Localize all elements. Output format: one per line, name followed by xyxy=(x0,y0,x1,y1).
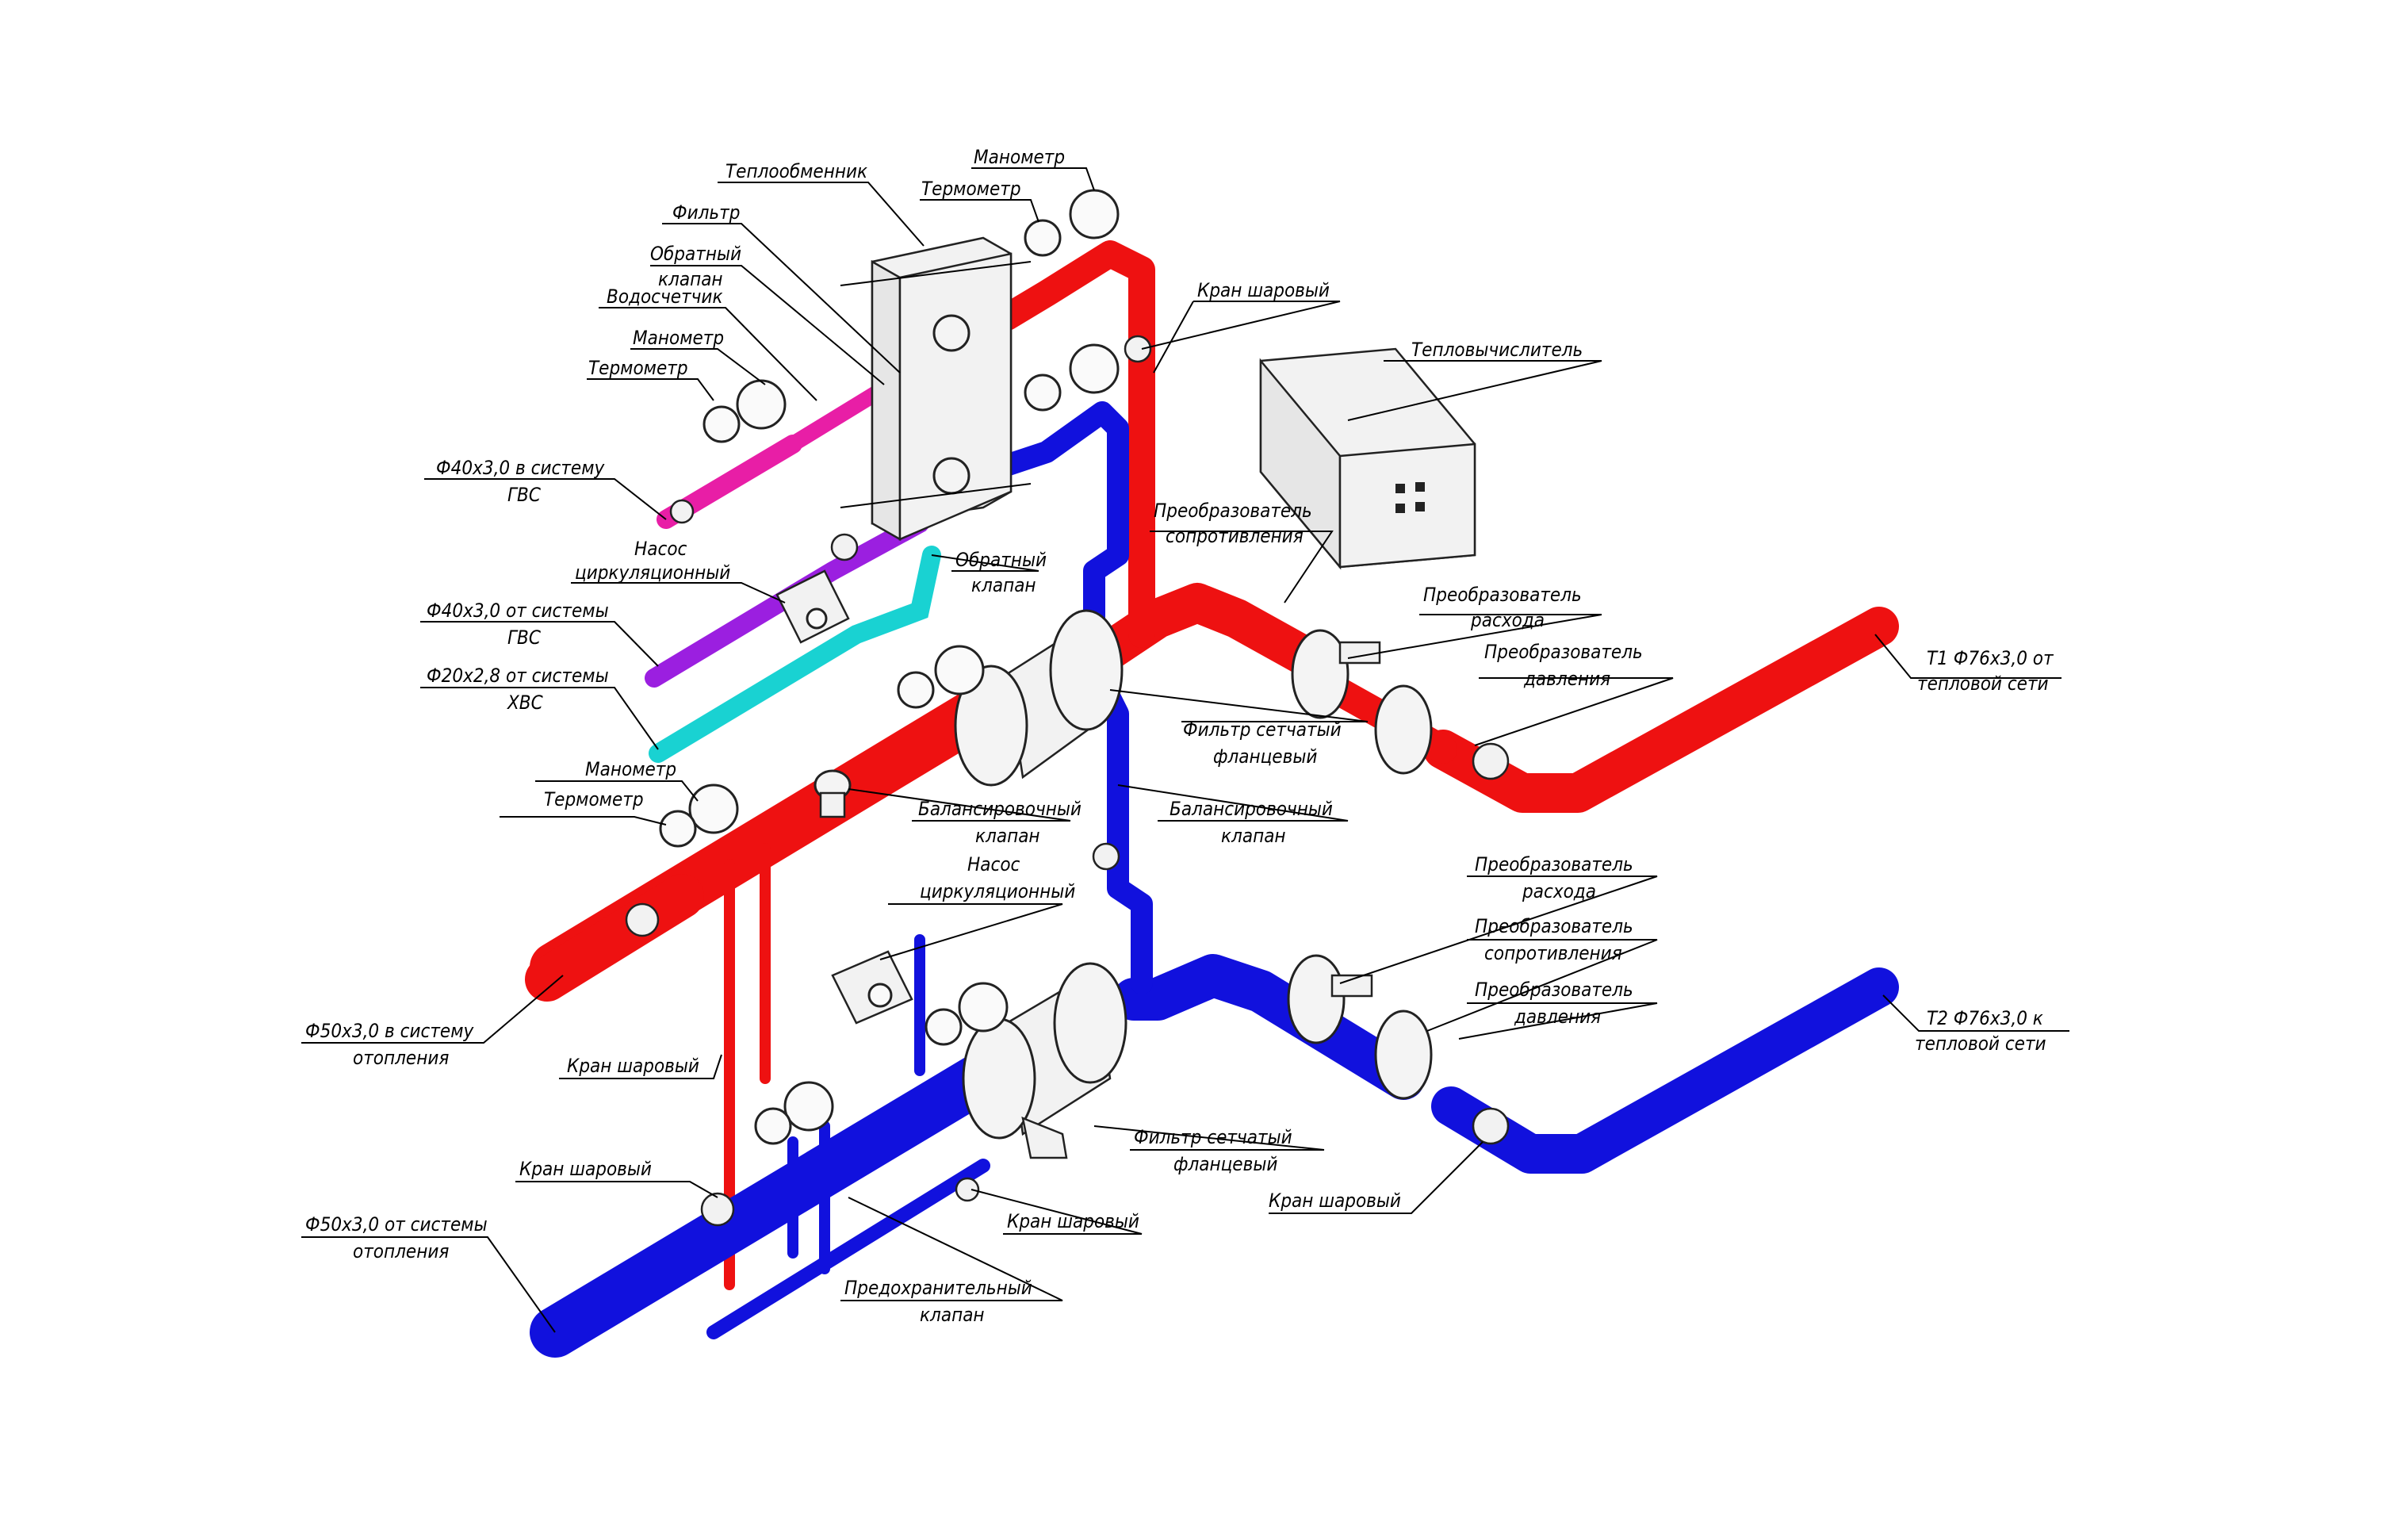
gauges xyxy=(659,189,1120,1145)
label-thermometer-dhw: Термометр xyxy=(588,357,688,379)
dhw-pump xyxy=(775,569,850,644)
label-check-valve-mid-2: клапан xyxy=(971,574,1036,596)
labels: Теплообменник Фильтр Обратный клапан Вод… xyxy=(305,146,2054,1326)
label-pressure-converter-top-2: давления xyxy=(1523,668,1610,690)
label-balancing-valve-right-1: Балансировочный xyxy=(1170,798,1333,820)
label-heating-supply-1: Ф50х3,0 в систему xyxy=(305,1020,475,1042)
cold-riser-pipe xyxy=(988,401,1153,994)
label-flow-converter-top-1: Преобразователь xyxy=(1423,584,1582,606)
label-check-valve-mid-1: Обратный xyxy=(955,549,1047,571)
label-cold-water-1: Ф20х2,8 от системы xyxy=(427,665,609,687)
label-heating-return-1: Ф50х3,0 от системы xyxy=(305,1213,488,1236)
label-check-valve-top-2: клапан xyxy=(658,268,723,290)
label-pressure-converter-bottom-2: давления xyxy=(1514,1006,1601,1028)
label-check-valve-top-1: Обратный xyxy=(650,243,741,265)
label-ball-valve-bottom: Кран шаровый xyxy=(1007,1210,1139,1232)
mesh-filter-bottom xyxy=(962,962,1127,1159)
label-dhw-supply-2: ГВС xyxy=(507,484,542,506)
leader-lines xyxy=(301,167,2069,1333)
label-dhw-supply-1: Ф40х3,0 в систему xyxy=(436,457,606,479)
label-mesh-filter-bottom-1: Фильтр сетчатый xyxy=(1134,1126,1292,1148)
flow-converter-bottom xyxy=(1287,954,1433,1100)
label-ball-valve-top: Кран шаровый xyxy=(1197,279,1330,301)
label-safety-valve-2: клапан xyxy=(920,1304,985,1326)
label-resistance-converter-bottom-1: Преобразователь xyxy=(1475,915,1633,937)
heating-pump xyxy=(831,950,913,1025)
label-flow-converter-top-2: расхода xyxy=(1470,609,1545,631)
heating-supply-pipe xyxy=(525,688,1001,1290)
label-flow-converter-bottom-1: Преобразователь xyxy=(1475,853,1633,875)
label-cold-water-2: ХВС xyxy=(507,692,544,714)
label-t1-2: тепловой сети xyxy=(1917,672,2049,695)
label-t2-2: тепловой сети xyxy=(1915,1033,2046,1055)
label-manometer-heat: Манометр xyxy=(585,758,676,780)
label-pump-dhw-1: Насос xyxy=(634,538,687,560)
label-ball-valve-left: Кран шаровый xyxy=(519,1158,652,1180)
label-ball-valve-mid: Кран шаровый xyxy=(567,1055,699,1077)
label-pump-heat-2: циркуляционный xyxy=(920,880,1075,902)
label-dhw-return-1: Ф40х3,0 от системы xyxy=(427,600,609,622)
label-heating-supply-2: отопления xyxy=(353,1047,449,1069)
label-safety-valve-1: Предохранительный xyxy=(844,1277,1032,1299)
label-thermometer-top: Термометр xyxy=(921,178,1021,200)
ball-valves xyxy=(625,335,1510,1227)
flow-converter-top xyxy=(1291,629,1433,775)
label-balancing-valve-left-1: Балансировочный xyxy=(918,798,1081,820)
label-resistance-converter-top-1: Преобразователь xyxy=(1154,500,1312,522)
label-dhw-return-2: ГВС xyxy=(507,626,542,649)
label-balancing-valve-left-2: клапан xyxy=(975,825,1040,847)
label-heat-calculator: Тепловычислитель xyxy=(1411,339,1583,361)
label-balancing-valve-right-2: клапан xyxy=(1221,825,1286,847)
label-t2-1: Т2 Ф76х3,0 к xyxy=(1927,1007,2043,1029)
heat-exchanger xyxy=(840,236,1032,542)
label-mesh-filter-top-2: фланцевый xyxy=(1213,745,1317,768)
equipment xyxy=(625,189,1510,1227)
label-resistance-converter-bottom-2: сопротивления xyxy=(1484,942,1622,964)
label-pump-heat-1: Насос xyxy=(967,853,1020,875)
label-thermometer-heat: Термометр xyxy=(544,788,644,810)
label-ball-valve-right: Кран шаровый xyxy=(1269,1190,1401,1212)
label-water-meter: Водосчетчик xyxy=(607,285,722,308)
label-heat-exchanger: Теплообменник xyxy=(725,160,867,182)
balancing-valve xyxy=(814,769,852,818)
hot-riser-pipe xyxy=(993,240,1155,648)
label-flow-converter-bottom-2: расхода xyxy=(1522,880,1596,902)
label-resistance-converter-top-2: сопротивления xyxy=(1166,525,1304,547)
label-mesh-filter-top-1: Фильтр сетчатый xyxy=(1183,718,1342,741)
label-manometer-dhw: Манометр xyxy=(633,327,724,349)
label-pressure-converter-bottom-1: Преобразователь xyxy=(1475,979,1633,1001)
label-filter-top: Фильтр xyxy=(672,201,740,224)
mesh-filter-top xyxy=(954,609,1124,787)
label-pump-dhw-2: циркуляционный xyxy=(575,561,730,584)
label-pressure-converter-top-1: Преобразователь xyxy=(1484,641,1643,663)
label-mesh-filter-bottom-2: фланцевый xyxy=(1173,1153,1277,1175)
label-manometer-top: Манометр xyxy=(974,146,1065,168)
label-t1-1: Т1 Ф76х3,0 от xyxy=(1927,647,2054,669)
label-heating-return-2: отопления xyxy=(353,1240,449,1262)
heating-return-pipe xyxy=(530,934,1024,1358)
